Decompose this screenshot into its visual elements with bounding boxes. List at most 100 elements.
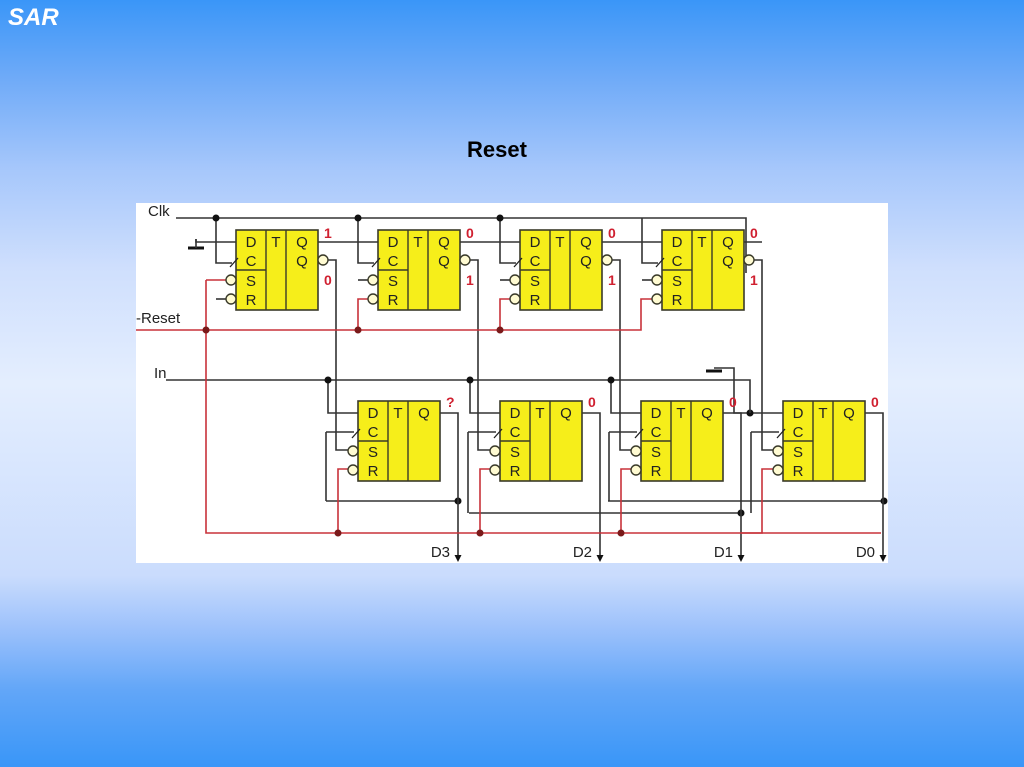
- pin-c-label: C: [368, 424, 379, 441]
- pin-s-label: S: [510, 444, 520, 461]
- output-label: D0: [856, 544, 875, 561]
- pin-q-label: Q: [296, 234, 308, 251]
- pin-s-label: S: [672, 273, 682, 290]
- junction-dot: [607, 376, 615, 384]
- slide-heading: Reset: [467, 137, 527, 162]
- junction-dot: [354, 214, 362, 222]
- reset-wire: [337, 468, 348, 533]
- qn-bubble-icon: [743, 254, 755, 266]
- wire: [499, 218, 516, 264]
- pin-t-label: T: [818, 405, 827, 422]
- wire: [470, 259, 490, 451]
- in-label: In: [154, 365, 167, 382]
- pin-r-label: R: [368, 463, 379, 480]
- top-qn-state-label: 1: [750, 272, 758, 288]
- junction-dot: [880, 497, 888, 505]
- reset-wire: [499, 298, 510, 330]
- pin-q-label: Q: [701, 405, 713, 422]
- pin-d-label: D: [672, 234, 683, 251]
- clock-edge-icon: [634, 428, 644, 439]
- wire: [641, 218, 658, 264]
- pin-t-label: T: [697, 234, 706, 251]
- pin-r-label: R: [672, 292, 683, 309]
- wire: [357, 218, 374, 264]
- clock-edge-icon: [229, 257, 239, 268]
- reset-bubble-icon: [367, 293, 379, 305]
- pin-t-label: T: [393, 405, 402, 422]
- reset-junction-dot: [476, 529, 484, 537]
- pin-c-label: C: [793, 424, 804, 441]
- set-bubble-icon: [772, 445, 784, 457]
- qn-bubble-icon: [601, 254, 613, 266]
- wire: [754, 259, 773, 451]
- wire: [440, 412, 459, 558]
- junction-dot: [212, 214, 220, 222]
- reset-wire: [620, 468, 631, 533]
- reset-bubble-icon: [509, 293, 521, 305]
- pin-t-label: T: [676, 405, 685, 422]
- wire: [176, 217, 747, 273]
- pin-q-label: Q: [843, 405, 855, 422]
- clock-edge-icon: [776, 428, 786, 439]
- pin-s-label: S: [530, 273, 540, 290]
- pin-t-label: T: [271, 234, 280, 251]
- pin-q-label: Q: [580, 234, 592, 251]
- pin-s-label: S: [651, 444, 661, 461]
- reset-wires: [136, 279, 881, 537]
- pin-s-label: S: [368, 444, 378, 461]
- junction-dot: [496, 214, 504, 222]
- wire: [469, 380, 500, 414]
- pin-qn-label: Q: [580, 253, 592, 270]
- wire: [328, 259, 348, 451]
- output-arrow-icon: [737, 555, 745, 562]
- bottom-q-state-label: 0: [588, 394, 596, 410]
- pin-c-label: C: [510, 424, 521, 441]
- set-bubble-icon: [509, 274, 521, 286]
- pin-s-label: S: [246, 273, 256, 290]
- reset-wire: [741, 468, 773, 534]
- set-bubble-icon: [367, 274, 379, 286]
- top-qn-state-label: 1: [466, 272, 474, 288]
- reset-bus-bottom: [205, 280, 881, 534]
- pin-c-label: C: [672, 253, 683, 270]
- slide-title: SAR: [8, 4, 59, 31]
- reset-bubble-icon: [651, 293, 663, 305]
- pin-q-label: Q: [560, 405, 572, 422]
- pin-r-label: R: [793, 463, 804, 480]
- bottom-q-state-label: 0: [871, 394, 879, 410]
- wire: [748, 379, 751, 413]
- wire: [327, 380, 358, 414]
- pin-r-label: R: [246, 292, 257, 309]
- pin-r-label: R: [388, 292, 399, 309]
- clk-label: Clk: [148, 203, 170, 220]
- pin-r-label: R: [530, 292, 541, 309]
- pin-t-label: T: [555, 234, 564, 251]
- top-q-state-label: 0: [608, 225, 616, 241]
- reset-junction-dot: [334, 529, 342, 537]
- reset-bubble-icon: [772, 464, 784, 476]
- top-q-state-label: 0: [466, 225, 474, 241]
- reset-junction-dot: [617, 529, 625, 537]
- wire: [215, 218, 232, 264]
- reset-bubble-icon: [347, 464, 359, 476]
- pin-d-label: D: [388, 234, 399, 251]
- pin-q-label: Q: [438, 234, 450, 251]
- reset-bubble-icon: [630, 464, 642, 476]
- reset-wire: [479, 468, 490, 533]
- pin-t-label: T: [413, 234, 422, 251]
- reset-wire: [357, 298, 368, 330]
- pin-t-label: T: [535, 405, 544, 422]
- wire: [865, 412, 884, 558]
- output-label: D3: [431, 544, 450, 561]
- bottom-q-state-label: 0: [729, 394, 737, 410]
